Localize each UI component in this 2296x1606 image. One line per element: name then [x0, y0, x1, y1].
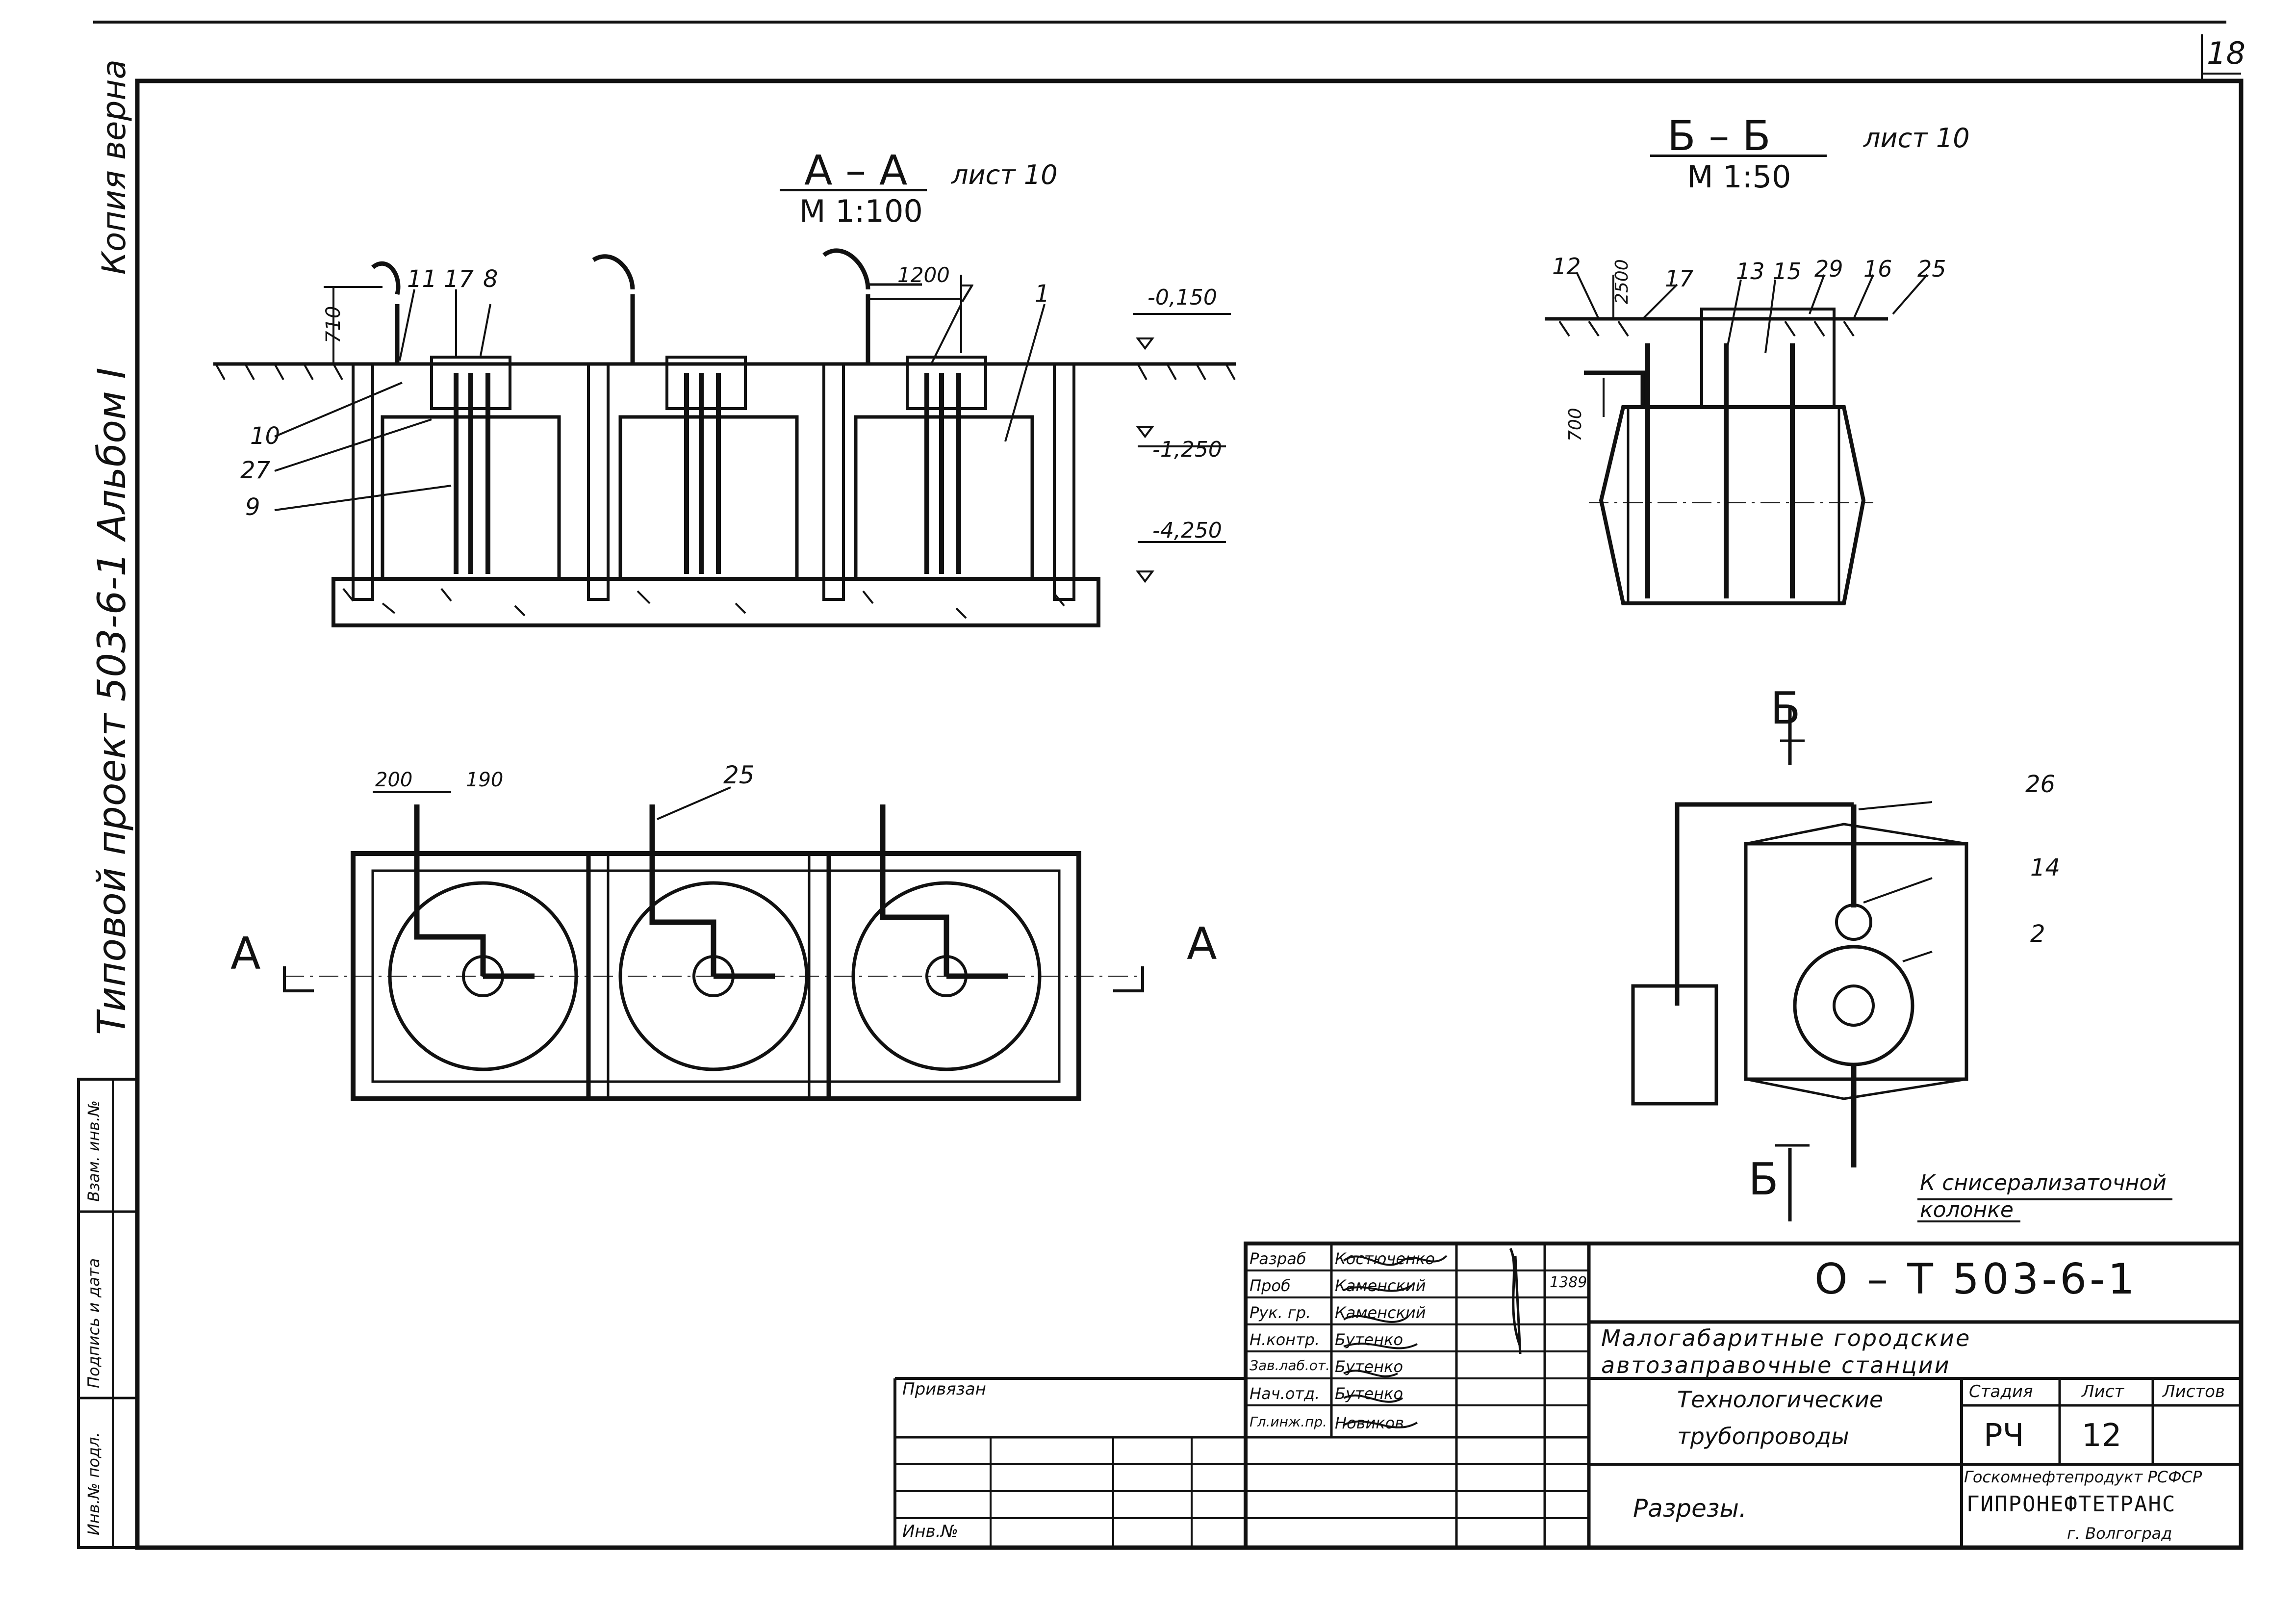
- title-block-applied: Привязан: [902, 1379, 986, 1399]
- role-row-7-role: Гл.инж.пр.: [1250, 1414, 1327, 1430]
- role-row-5-role: Зав.лаб.от.: [1250, 1357, 1330, 1373]
- cut-marker-a-right: А: [1187, 918, 1217, 970]
- section-bb-drawing: [1545, 272, 1928, 605]
- section-aa-scale: М 1:100: [799, 193, 923, 229]
- title-block-object-1: Малогабаритные городские: [1601, 1325, 1971, 1351]
- note-line-1: К снисерализаточной: [1920, 1170, 2167, 1195]
- role-row-2-name: Каменский: [1335, 1276, 1426, 1295]
- title-block-org-1: Госкомнефтепродукт РСФСР: [1964, 1468, 2202, 1486]
- callout-25-plan: 25: [723, 761, 755, 789]
- title-block-inv: Инв.№: [902, 1522, 958, 1541]
- role-row-5-name: Бутенко: [1335, 1357, 1403, 1376]
- title-block-date-mark: 1389: [1550, 1274, 1587, 1291]
- section-aa-level-top: -0,150: [1148, 285, 1217, 310]
- drawing-frame: [135, 78, 2244, 1550]
- section-aa-dim-710: 710: [322, 306, 345, 343]
- callout-10: 10: [250, 422, 281, 450]
- title-block-sheet-header: Лист: [2082, 1382, 2124, 1401]
- callout-17: 17: [444, 265, 474, 293]
- section-aa-sheet-ref: лист 10: [951, 159, 1058, 190]
- side-stamp-inv-orig: Инв.№ подл.: [84, 1432, 103, 1535]
- side-stamp-strip: [77, 1078, 139, 1549]
- section-aa-title-underline: [780, 189, 927, 191]
- title-block-stage-header: Стадия: [1969, 1382, 2033, 1401]
- cut-marker-a-left: А: [230, 928, 261, 980]
- role-row-3-role: Рук. гр.: [1250, 1303, 1311, 1322]
- callout-9: 9: [245, 493, 260, 521]
- plan-dim-190: 190: [466, 769, 504, 791]
- title-block-object-2: автозаправочные станции: [1601, 1352, 1951, 1378]
- title-block-sheet-value: 12: [2082, 1418, 2122, 1454]
- section-aa-drawing: [213, 248, 1236, 627]
- section-aa-level-bot: -4,250: [1152, 518, 1222, 543]
- side-stamp-sign-date: Подпись и дата: [84, 1258, 103, 1388]
- callout-16: 16: [1863, 256, 1892, 282]
- callout-15: 15: [1773, 258, 1802, 285]
- title-block-code: О – Т 503-6-1: [1814, 1255, 2138, 1304]
- cut-marker-b-top: Б: [1770, 683, 1801, 734]
- title-block-drawing-title-1: Технологические: [1677, 1386, 1884, 1413]
- title-block-sheets-header: Листов: [2163, 1382, 2225, 1401]
- role-row-3-name: Каменский: [1335, 1303, 1426, 1322]
- title-block-grid: [893, 1242, 2243, 1550]
- callout-1: 1: [1035, 280, 1050, 308]
- role-row-6-name: Бутенко: [1335, 1384, 1403, 1403]
- role-row-7-name: Новиков: [1335, 1414, 1404, 1432]
- section-bb-title: Б – Б: [1667, 112, 1771, 160]
- plan-dim-200: 200: [375, 769, 413, 791]
- role-row-4-name: Бутенко: [1335, 1330, 1403, 1349]
- callout-14: 14: [2030, 854, 2061, 881]
- side-stamp-project: Типовой проект 503-6-1 Альбом I: [90, 367, 134, 1035]
- callout-26: 26: [2025, 771, 2056, 798]
- corner-sheet-number: 18: [2207, 35, 2245, 71]
- side-stamp-copy-label: Копия верна: [95, 59, 133, 275]
- section-bb-scale: М 1:50: [1687, 159, 1791, 195]
- callout-7: 7: [959, 280, 974, 308]
- callout-17-bb: 17: [1665, 265, 1694, 292]
- plan-aa-drawing: [283, 786, 1144, 1101]
- section-bb-title-underline: [1650, 155, 1827, 157]
- cut-marker-b-bottom: Б: [1748, 1154, 1779, 1205]
- title-block-org-3: г. Волгоград: [2067, 1524, 2172, 1543]
- section-aa-title: А – А: [804, 146, 908, 194]
- title-block-sheet-name: Разрезы.: [1633, 1494, 1747, 1523]
- role-row-1-role: Разраб: [1250, 1249, 1306, 1268]
- callout-29: 29: [1814, 256, 1843, 282]
- callout-2: 2: [2030, 920, 2045, 948]
- role-row-4-role: Н.контр.: [1250, 1330, 1320, 1349]
- callout-11: 11: [407, 265, 437, 293]
- role-row-6-role: Нач.отд.: [1250, 1384, 1320, 1403]
- section-bb-dim-700: 700: [1565, 408, 1585, 441]
- section-bb-dim-2500: 2500: [1612, 259, 1632, 304]
- role-row-2-role: Проб: [1250, 1276, 1291, 1295]
- callout-8: 8: [483, 265, 498, 293]
- section-bb-sheet-ref: лист 10: [1863, 123, 1970, 154]
- plan-bb-drawing: [1631, 706, 2172, 1222]
- role-row-1-name: Костюченко: [1335, 1249, 1435, 1268]
- callout-27: 27: [240, 457, 271, 484]
- title-block-org-2: ГИПРОНЕФТЕТРАНС: [1966, 1492, 2176, 1517]
- section-aa-level-mid: -1,250: [1152, 437, 1222, 462]
- note-line-2: колонке: [1920, 1197, 2014, 1222]
- section-aa-dim-1200: 1200: [897, 263, 950, 287]
- callout-12: 12: [1552, 253, 1581, 280]
- callout-25-bb: 25: [1917, 256, 1946, 282]
- title-block-drawing-title-2: трубопроводы: [1677, 1423, 1849, 1450]
- side-stamp-inv-replace: Взам. инв.№: [84, 1100, 103, 1202]
- title-block-stage-value: РЧ: [1984, 1418, 2024, 1454]
- callout-13: 13: [1736, 258, 1765, 285]
